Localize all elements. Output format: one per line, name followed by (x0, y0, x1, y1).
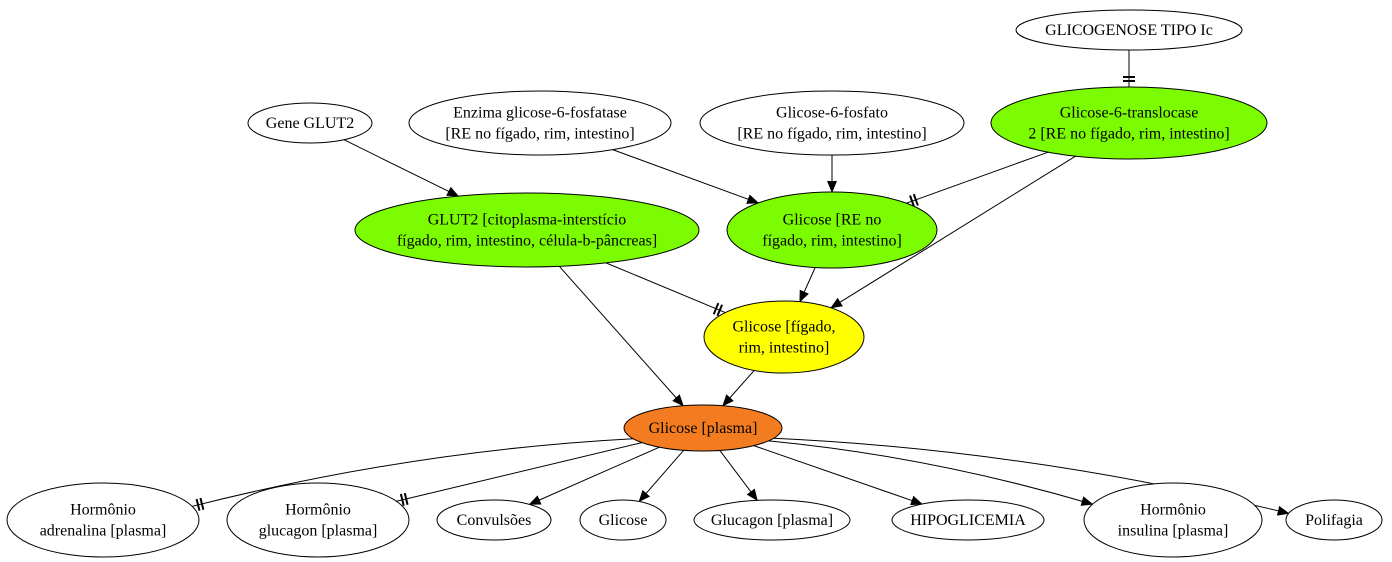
node-hipoglicemia: HIPOGLICEMIA (891, 499, 1045, 541)
node-label: GLICOGENOSE TIPO Ic (1045, 22, 1213, 39)
node-label: rim, intestino] (739, 340, 830, 357)
node-label: adrenalina [plasma] (40, 523, 167, 540)
edge-glicose_plasma-to-glucagon_horm (396, 442, 643, 502)
edge-glicose_plasma-to-convulsoes (528, 446, 660, 505)
edge-glut2-to-glicose_figado (605, 262, 726, 314)
node-label: Gene GLUT2 (266, 115, 354, 132)
edge-glicose_plasma-to-glucagon_plasma (719, 450, 758, 502)
node-label: Glicose-6-fosfato (776, 105, 888, 122)
node-label: fígado, rim, intestino] (762, 233, 902, 250)
node-insulina: Hormônio insulina [plasma] (1083, 482, 1263, 558)
edge-glut2-to-glicose_plasma (558, 266, 684, 407)
node-label: Glucagon [plasma] (711, 512, 833, 529)
node-adrenalina: Hormônio adrenalina [plasma] (6, 482, 200, 558)
edge-glicose_plasma-to-adrenalina (192, 438, 634, 507)
inhibit-mark-translocase (1123, 76, 1135, 82)
node-label: [RE no fígado, rim, intestino] (737, 126, 926, 143)
node-ellipse (6, 482, 200, 558)
node-label: Glicose [plasma] (649, 420, 758, 437)
edge-glicose_plasma-to-glicose (638, 449, 684, 503)
edge-glicose_plasma-to-hipoglicemia (753, 445, 924, 506)
nodes-layer: GLICOGENOSE TIPO Ic Gene GLUT2 Enzima glic… (6, 9, 1383, 558)
node-glicose6fosfato: Glicose-6-fosfato [RE no fígado, rim, int… (699, 90, 965, 156)
node-glicose_re: Glicose [RE no fígado, rim, intestino] (726, 191, 938, 269)
node-label: 2 [RE no fígado, rim, intestino] (1028, 126, 1229, 143)
node-ellipse (891, 499, 1045, 541)
node-ellipse (699, 90, 965, 156)
edge-glicose_plasma-to-insulina (768, 440, 1094, 506)
node-label: glucagon [plasma] (259, 523, 378, 540)
node-ellipse (1285, 499, 1383, 541)
node-label: Glicose (599, 512, 648, 529)
edge-gene_glut2-to-glut2 (343, 139, 460, 197)
node-label: Glicose [fígado, (732, 319, 835, 336)
node-glicogenose: GLICOGENOSE TIPO Ic (1015, 9, 1243, 51)
node-label: Glicose-6-translocase (1060, 105, 1199, 122)
edge-translocase-to-glicose_re (906, 151, 1049, 204)
node-glucagon_plasma: Glucagon [plasma] (693, 499, 851, 541)
node-ellipse (703, 300, 865, 374)
inhibit-mark-adrenalina (195, 497, 205, 511)
node-label: Hormônio (1140, 502, 1206, 519)
inhibit-mark-glucagon_horm (399, 492, 409, 506)
node-label: GLUT2 [citoplasma-interstício (428, 212, 627, 229)
node-polifagia: Polifagia (1285, 499, 1383, 541)
node-label: Convulsões (457, 512, 532, 529)
edge-translocase-to-glicose_figado (830, 155, 1076, 309)
node-label: Polifagia (1305, 512, 1363, 529)
node-glicose: Glicose (579, 499, 667, 541)
node-ellipse (1015, 9, 1243, 51)
edges-layer (192, 49, 1290, 516)
node-label: Glicose [RE no (783, 212, 882, 229)
node-ellipse (354, 192, 700, 268)
edge-glicose_re-to-glicose_figado (799, 267, 816, 303)
node-label: Hormônio (285, 502, 351, 519)
inhibit-mark-glicose_re (909, 193, 919, 208)
node-translocase: Glicose-6-translocase 2 [RE no fígado, ri… (990, 86, 1268, 160)
node-ellipse (247, 102, 373, 144)
node-ellipse (726, 191, 938, 269)
node-label: Hormônio (70, 502, 136, 519)
node-gene_glut2: Gene GLUT2 (247, 102, 373, 144)
node-label: insulina [plasma] (1118, 523, 1229, 540)
node-ellipse (693, 499, 851, 541)
node-label: fígado, rim, intestino, célula-b-pâncrea… (397, 233, 657, 250)
node-ellipse (408, 90, 672, 156)
node-convulsoes: Convulsões (436, 499, 552, 541)
edge-enzima_g6p-to-glicose_re (612, 149, 760, 204)
inhibit-mark-glicose_figado (712, 302, 723, 317)
node-glicose_figado: Glicose [fígado, rim, intestino] (703, 300, 865, 374)
node-label: HIPOGLICEMIA (910, 512, 1026, 529)
node-ellipse (436, 499, 552, 541)
node-glicose_plasma: Glicose [plasma] (623, 404, 783, 452)
edge-glicose_figado-to-glicose_plasma (722, 370, 755, 407)
node-enzima_g6p: Enzima glicose-6-fosfatase [RE no fígado,… (408, 90, 672, 156)
node-ellipse (226, 482, 410, 558)
node-ellipse (623, 404, 783, 452)
node-ellipse (1083, 482, 1263, 558)
node-ellipse (990, 86, 1268, 160)
node-ellipse (579, 499, 667, 541)
node-label: [RE no fígado, rim, intestino] (445, 126, 634, 143)
node-glut2: GLUT2 [citoplasma-interstício fígado, rim… (354, 192, 700, 268)
node-glucagon_horm: Hormônio glucagon [plasma] (226, 482, 410, 558)
node-label: Enzima glicose-6-fosfatase (453, 105, 627, 122)
